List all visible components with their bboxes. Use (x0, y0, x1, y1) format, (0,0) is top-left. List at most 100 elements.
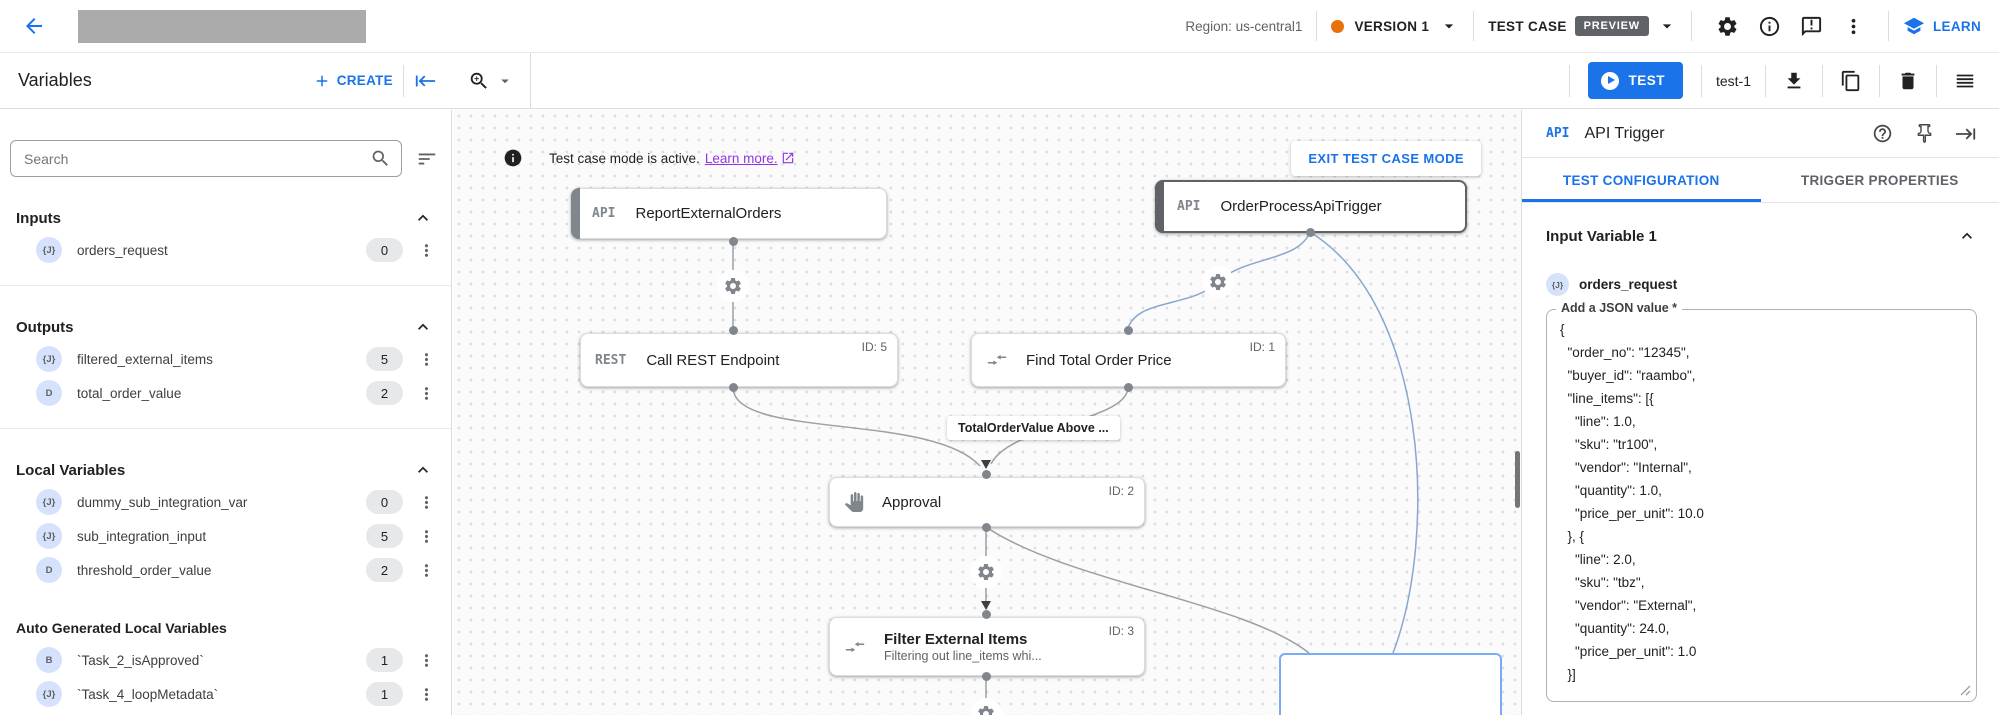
edge-settings-gear-icon[interactable] (717, 270, 749, 302)
variable-row[interactable]: B `Task_2_isApproved` 1 (36, 643, 441, 677)
feedback-icon[interactable] (1790, 5, 1832, 47)
integration-title-redacted (78, 9, 366, 43)
usage-count-badge: 0 (366, 238, 403, 262)
section-header-inputs[interactable]: Inputs (16, 203, 433, 233)
edge-settings-gear-icon[interactable] (970, 698, 1002, 715)
input-port[interactable] (982, 470, 991, 479)
more-vert-icon[interactable] (411, 555, 441, 585)
variable-row[interactable]: {J} sub_integration_input 5 (36, 519, 441, 553)
variable-row[interactable]: {J} `Task_4_loopMetadata` 1 (36, 677, 441, 711)
api-trigger-badge: API (1177, 199, 1201, 214)
plus-icon (313, 72, 331, 90)
info-icon[interactable] (1748, 5, 1790, 47)
output-port[interactable] (982, 523, 991, 532)
output-port[interactable] (729, 383, 738, 392)
output-port[interactable] (729, 237, 738, 246)
input-port[interactable] (729, 326, 738, 335)
node-approval[interactable]: Approval ID: 2 (829, 477, 1145, 527)
node-call-rest-endpoint[interactable]: REST Call REST Endpoint ID: 5 (580, 333, 898, 387)
tab-trigger-properties[interactable]: TRIGGER PROPERTIES (1800, 172, 1959, 188)
version-selector[interactable]: VERSION 1 (1331, 16, 1459, 36)
node-find-total-order-price[interactable]: Find Total Order Price ID: 1 (971, 333, 1286, 387)
output-port[interactable] (1306, 228, 1315, 237)
divider (1691, 11, 1692, 41)
variable-row[interactable]: {J} dummy_sub_integration_var 0 (36, 485, 441, 519)
sort-icon[interactable] (411, 143, 443, 175)
more-vert-icon[interactable] (411, 521, 441, 551)
data-mapping-icon (844, 636, 866, 658)
learn-more-link[interactable]: Learn more. (704, 150, 778, 166)
delete-icon[interactable] (1888, 61, 1928, 101)
search-input[interactable] (24, 150, 370, 167)
school-icon (1903, 15, 1925, 37)
test-case-selector[interactable]: TEST CASE PREVIEW (1488, 16, 1677, 36)
copy-icon[interactable] (1831, 61, 1871, 101)
panel-title: API Trigger (1584, 124, 1665, 142)
input-variable-section-header[interactable]: Input Variable 1 (1546, 221, 1977, 251)
usage-count-badge: 1 (366, 682, 403, 706)
collapse-panel-icon[interactable] (1947, 115, 1985, 153)
settings-icon[interactable] (1706, 5, 1748, 47)
more-vert-icon[interactable] (1832, 5, 1874, 47)
test-button[interactable]: TEST (1588, 62, 1683, 99)
input-port[interactable] (1124, 326, 1133, 335)
collapse-sidebar-icon[interactable] (414, 70, 436, 92)
task-id: ID: 5 (861, 340, 887, 354)
usage-count-badge: 1 (366, 648, 403, 672)
section-header-outputs[interactable]: Outputs (16, 312, 433, 342)
create-variable-button[interactable]: CREATE (303, 64, 403, 98)
variable-row[interactable]: D threshold_order_value 2 (36, 553, 441, 587)
more-vert-icon[interactable] (411, 344, 441, 374)
chevron-up-icon (413, 460, 433, 480)
exit-test-case-mode-button[interactable]: EXIT TEST CASE MODE (1291, 141, 1481, 176)
banner-text: Test case mode is active. (549, 150, 700, 166)
input-port[interactable] (982, 610, 991, 619)
data-mapping-icon (986, 349, 1008, 371)
api-trigger-badge: API (592, 206, 616, 221)
version-label: VERSION 1 (1354, 18, 1430, 34)
download-icon[interactable] (1774, 61, 1814, 101)
edge-settings-gear-icon[interactable] (1202, 266, 1234, 298)
output-port[interactable] (1124, 383, 1133, 392)
zoom-in-icon (468, 70, 490, 92)
output-port[interactable] (982, 672, 991, 681)
node-order-process-api-trigger[interactable]: API OrderProcessApiTrigger (1155, 180, 1467, 233)
help-icon[interactable] (1863, 115, 1901, 153)
boolean-type-icon: B (36, 647, 62, 673)
node-filter-external-items[interactable]: Filter External Items Filtering out line… (829, 617, 1145, 676)
integration-canvas[interactable]: Test case mode is active. Learn more. EX… (453, 110, 1521, 715)
divider (1888, 11, 1889, 41)
node-sub-integration-partial[interactable] (1279, 653, 1502, 715)
more-vert-icon[interactable] (411, 235, 441, 265)
more-vert-icon[interactable] (411, 679, 441, 709)
more-vert-icon[interactable] (411, 487, 441, 517)
json-value-textarea[interactable]: { "order_no": "12345", "buyer_id": "raam… (1560, 318, 1964, 690)
divider (1700, 64, 1702, 97)
learn-button[interactable]: LEARN (1903, 15, 1981, 37)
version-status-dot (1331, 19, 1345, 33)
divider (1316, 11, 1318, 41)
more-vert-icon[interactable] (411, 378, 441, 408)
back-icon[interactable] (18, 10, 50, 42)
chevron-down-icon (1657, 16, 1677, 36)
test-case-name[interactable]: test-1 (1715, 72, 1751, 89)
zoom-dropdown[interactable] (452, 53, 531, 108)
variables-sidebar: Inputs {J} orders_request 0 Outputs {J} … (0, 110, 452, 715)
search-icon (370, 148, 391, 169)
variable-row[interactable]: {J} orders_request 0 (36, 233, 441, 267)
divider (0, 285, 451, 286)
task-subtitle: Filtering out line_items whi... (884, 648, 1042, 663)
usage-count-badge: 5 (366, 347, 403, 371)
canvas-scrollbar[interactable] (1515, 451, 1520, 508)
more-vert-icon[interactable] (411, 645, 441, 675)
task-list-icon[interactable] (1945, 61, 1985, 101)
edge-settings-gear-icon[interactable] (970, 556, 1002, 588)
node-report-external-orders[interactable]: API ReportExternalOrders (571, 188, 887, 239)
pin-icon[interactable] (1905, 115, 1943, 153)
edge-condition-label[interactable]: TotalOrderValue Above ... (947, 416, 1120, 440)
resize-handle-icon[interactable] (1960, 685, 1971, 696)
variable-row[interactable]: {J} filtered_external_items 5 (36, 342, 441, 376)
section-header-local-variables[interactable]: Local Variables (16, 455, 433, 485)
tab-test-configuration[interactable]: TEST CONFIGURATION (1522, 158, 1761, 202)
variable-row[interactable]: D total_order_value 2 (36, 376, 441, 410)
